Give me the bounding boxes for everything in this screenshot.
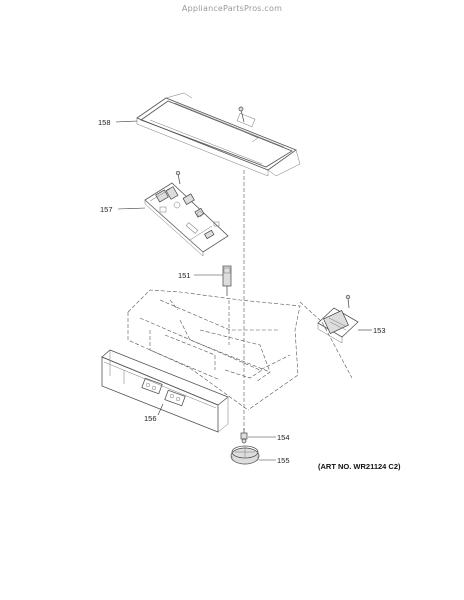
part-154-shaft[interactable] (240, 428, 248, 444)
housing-frame (127, 170, 353, 430)
callout-155[interactable]: 155 (277, 456, 290, 465)
callout-157[interactable]: 157 (100, 205, 113, 214)
part-155-knob[interactable] (230, 445, 260, 465)
art-number: (ART NO. WR21124 C2) (318, 462, 401, 471)
callout-154[interactable]: 154 (277, 433, 290, 442)
leader-158 (115, 120, 138, 123)
part-158-cover-panel[interactable] (136, 92, 301, 177)
part-153-transformer[interactable] (317, 294, 359, 344)
leader-156 (157, 403, 164, 416)
part-157-control-board[interactable] (144, 182, 229, 257)
part-156-control-panel[interactable] (101, 349, 229, 433)
screw-157 (175, 170, 181, 185)
leader-157 (117, 207, 146, 210)
callout-158[interactable]: 158 (98, 118, 111, 127)
part-151-connector[interactable] (222, 265, 232, 296)
watermark: AppliancePartsPros.com (181, 4, 283, 13)
screw-158 (238, 106, 245, 123)
callout-153[interactable]: 153 (373, 326, 386, 335)
callout-156[interactable]: 156 (144, 414, 157, 423)
callout-151[interactable]: 151 (178, 271, 191, 280)
